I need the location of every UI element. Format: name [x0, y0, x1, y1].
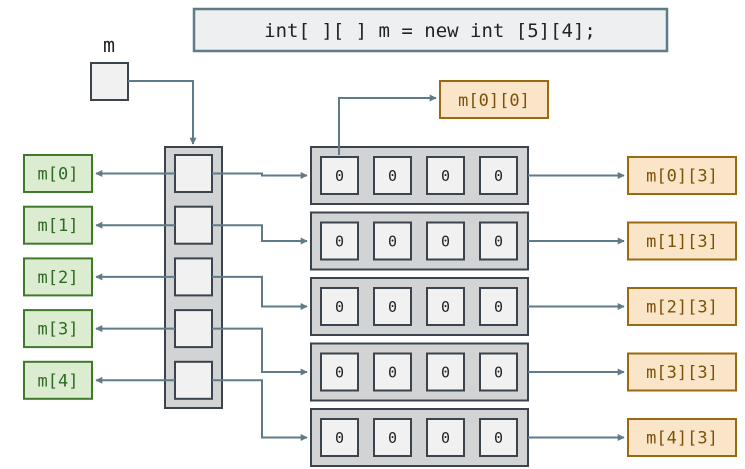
- array-cell: [320, 352, 359, 392]
- last-element-label: m[1][3]: [646, 232, 718, 252]
- reference-slot: [174, 360, 213, 400]
- array-cell-value: 0: [335, 364, 344, 382]
- array-cell: [320, 221, 359, 261]
- array-cell-value: 0: [335, 233, 344, 251]
- reference-slot: [174, 205, 213, 245]
- reference-slot: [174, 154, 213, 193]
- last-element-label: m[4][3]: [646, 429, 718, 449]
- variable-label: m: [103, 33, 115, 57]
- top-element-arrow: [338, 94, 437, 155]
- array-cell: [320, 287, 359, 326]
- array-cell: [320, 418, 359, 457]
- array-cell-value: 0: [388, 298, 397, 316]
- row-pointer-arrow: [212, 379, 308, 441]
- array-cell: [426, 156, 465, 195]
- row-pointer-arrow: [212, 327, 308, 376]
- last-element-box: [627, 287, 737, 326]
- variable-m-box: [90, 62, 129, 101]
- row-ref-label: m[3]: [38, 320, 79, 340]
- array-cell: [479, 221, 518, 261]
- array-cell-value: 0: [441, 429, 450, 447]
- array-cell: [479, 352, 518, 392]
- array-cell-value: 0: [335, 298, 344, 316]
- array-cell: [373, 418, 412, 457]
- last-element-box: [627, 418, 737, 457]
- array-cell-value: 0: [441, 233, 450, 251]
- last-element-label: m[0][3]: [646, 167, 718, 187]
- reference-slot: [174, 309, 213, 349]
- code-declaration: int[ ][ ] m = new int [5][4];: [192, 7, 669, 53]
- reference-slot: [174, 257, 213, 297]
- row-ref-label: m[1]: [38, 216, 79, 236]
- top-element-box: [439, 80, 549, 119]
- row-ref-box: [23, 205, 93, 245]
- array-cell-value: 0: [441, 364, 450, 382]
- array-cell: [426, 287, 465, 326]
- row-pointer-arrow: [212, 172, 308, 179]
- array-cell-value: 0: [494, 298, 503, 316]
- top-element-label: m[0][0]: [458, 91, 530, 111]
- array-cell-value: 0: [494, 167, 503, 185]
- array-cell: [373, 221, 412, 261]
- last-element-label: m[2][3]: [646, 298, 718, 318]
- array-cell: [479, 418, 518, 457]
- row-ref-box: [23, 360, 93, 400]
- array-cell-value: 0: [441, 298, 450, 316]
- array-cell: [479, 156, 518, 195]
- array-cell-value: 0: [441, 167, 450, 185]
- array-cell: [426, 418, 465, 457]
- array-cell-value: 0: [388, 167, 397, 185]
- array-cell: [426, 221, 465, 261]
- row-pointer-arrow: [212, 224, 308, 245]
- array-cell: [373, 156, 412, 195]
- row-ref-label: m[4]: [38, 371, 79, 391]
- row-reference-labels: m[0] m[1] m[2] m[3] m[4]: [23, 154, 175, 400]
- last-element-labels: m[0][3] m[1][3] m[2][3] m[3][3] m[4][3]: [528, 156, 737, 457]
- array-cell-value: 0: [388, 429, 397, 447]
- array-cell: [426, 352, 465, 392]
- code-text: int[ ][ ] m = new int [5][4];: [264, 20, 596, 42]
- array-cell: [479, 287, 518, 326]
- array-cell-value: 0: [388, 233, 397, 251]
- row-arrays: 0 0 0 0 0 0 0 0 0 0 0 0 0 0 0 0 0 0 0 0: [212, 146, 529, 467]
- code-box: [192, 7, 669, 53]
- reference-slots: [174, 154, 213, 400]
- array-cell-value: 0: [494, 429, 503, 447]
- last-element-box: [627, 221, 737, 261]
- array-cell-value: 0: [335, 429, 344, 447]
- array-cell-value: 0: [494, 233, 503, 251]
- array-cell: [320, 156, 359, 195]
- row-ref-box: [23, 154, 93, 193]
- array-cell: [373, 287, 412, 326]
- array-cell: [373, 352, 412, 392]
- last-element-box: [627, 352, 737, 392]
- row-ref-label: m[0]: [38, 165, 79, 185]
- row-ref-label: m[2]: [38, 268, 79, 288]
- array-cell-value: 0: [494, 364, 503, 382]
- variable-m-arrow: [128, 80, 197, 145]
- row-ref-box: [23, 309, 93, 349]
- array-cell-value: 0: [388, 364, 397, 382]
- array-cell-value: 0: [335, 167, 344, 185]
- row-pointer-arrow: [212, 275, 308, 310]
- row-ref-box: [23, 257, 93, 297]
- last-element-label: m[3][3]: [646, 363, 718, 383]
- last-element-box: [627, 156, 737, 195]
